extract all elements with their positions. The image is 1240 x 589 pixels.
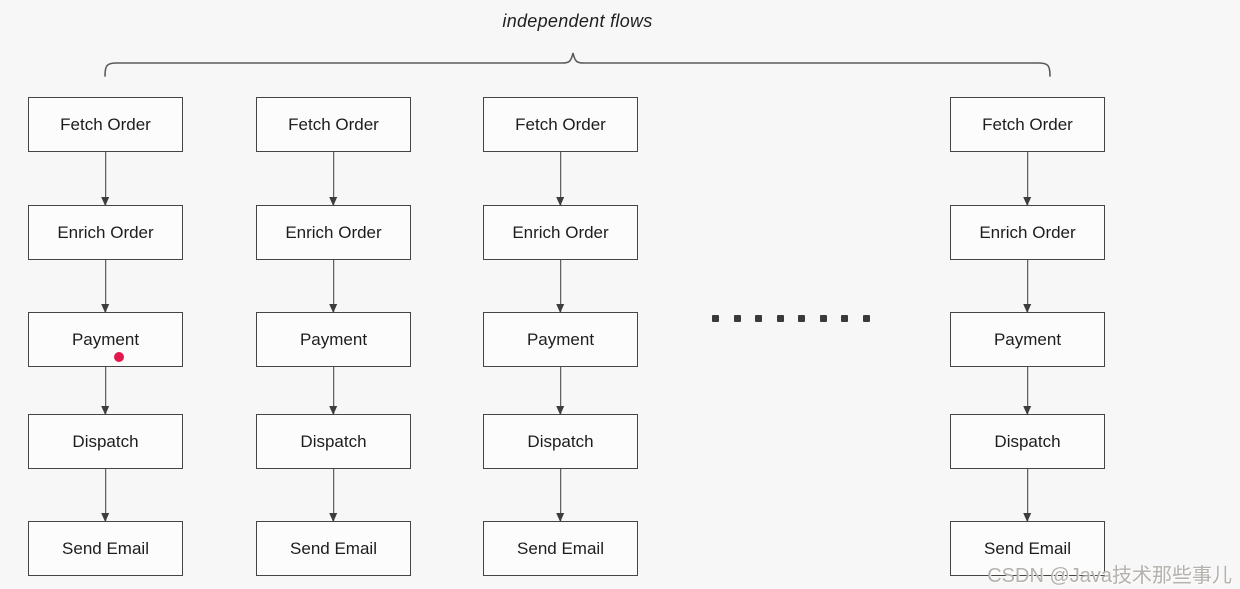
flow-arrow <box>332 152 335 205</box>
brace-shape <box>104 52 1051 77</box>
step-box-dispatch: Dispatch <box>950 414 1105 469</box>
ellipsis-dot <box>798 315 805 322</box>
step-label: Fetch Order <box>982 114 1073 134</box>
flow-arrow <box>1026 260 1029 312</box>
step-box-fetch-order: Fetch Order <box>28 97 183 152</box>
flow-column-3: Fetch Order Enrich Order Payment Dispatc… <box>483 97 638 576</box>
step-label: Send Email <box>984 538 1071 558</box>
flow-arrow <box>559 260 562 312</box>
ellipsis-dot <box>733 315 741 322</box>
step-label: Enrich Order <box>512 222 609 242</box>
step-label: Payment <box>299 329 368 349</box>
payment-marker-dot <box>114 352 124 362</box>
step-label: Send Email <box>62 538 149 558</box>
step-box-enrich-order: Enrich Order <box>950 205 1105 260</box>
step-label: Dispatch <box>527 431 594 451</box>
step-box-fetch-order: Fetch Order <box>483 97 638 152</box>
step-label: Payment <box>526 329 595 349</box>
flow-arrow <box>332 469 335 521</box>
flow-arrow <box>559 367 562 414</box>
flow-column-1: Fetch Order Enrich Order Payment Dispatc… <box>28 97 183 576</box>
step-box-payment: Payment <box>256 312 411 367</box>
step-label: Send Email <box>290 538 377 558</box>
flow-arrow <box>104 469 107 521</box>
step-box-send-email: Send Email <box>28 521 183 576</box>
flow-arrow <box>332 260 335 312</box>
step-box-fetch-order: Fetch Order <box>950 97 1105 152</box>
ellipsis-dots <box>712 315 870 322</box>
step-box-dispatch: Dispatch <box>256 414 411 469</box>
step-box-enrich-order: Enrich Order <box>483 205 638 260</box>
step-label: Enrich Order <box>979 222 1076 242</box>
flow-arrow <box>1026 469 1029 521</box>
flow-arrow <box>559 469 562 521</box>
step-label: Payment <box>993 329 1062 349</box>
flow-arrow <box>104 152 107 205</box>
step-label: Enrich Order <box>57 222 154 242</box>
step-box-payment: Payment <box>483 312 638 367</box>
ellipsis-dot <box>712 315 719 322</box>
ellipsis-dot <box>862 315 870 322</box>
step-label: Fetch Order <box>515 114 606 134</box>
ellipsis-dot <box>841 315 848 322</box>
step-box-payment: Payment <box>28 312 183 367</box>
step-label: Dispatch <box>300 431 367 451</box>
flow-column-4: Fetch Order Enrich Order Payment Dispatc… <box>950 97 1105 576</box>
step-label: Dispatch <box>72 431 139 451</box>
step-label: Fetch Order <box>60 114 151 134</box>
ellipsis-dot <box>776 315 784 322</box>
flow-arrow <box>1026 152 1029 205</box>
step-box-fetch-order: Fetch Order <box>256 97 411 152</box>
step-box-send-email: Send Email <box>950 521 1105 576</box>
flow-arrow <box>332 367 335 414</box>
diagram-title: independent flows <box>502 11 653 31</box>
flow-column-2: Fetch Order Enrich Order Payment Dispatc… <box>256 97 411 576</box>
step-label: Send Email <box>517 538 604 558</box>
step-box-send-email: Send Email <box>256 521 411 576</box>
step-label: Enrich Order <box>285 222 382 242</box>
step-box-dispatch: Dispatch <box>483 414 638 469</box>
step-box-dispatch: Dispatch <box>28 414 183 469</box>
ellipsis-dot <box>819 315 827 322</box>
flow-arrow <box>1026 367 1029 414</box>
step-box-payment: Payment <box>950 312 1105 367</box>
flow-arrow <box>559 152 562 205</box>
step-label: Fetch Order <box>288 114 379 134</box>
csdn-watermark: CSDN @Java技术那些事儿 <box>987 565 1232 587</box>
step-box-enrich-order: Enrich Order <box>28 205 183 260</box>
ellipsis-dot <box>755 315 762 322</box>
step-box-enrich-order: Enrich Order <box>256 205 411 260</box>
step-label: Dispatch <box>994 431 1061 451</box>
step-label: Payment <box>71 329 140 349</box>
flow-arrow <box>104 260 107 312</box>
flow-arrow <box>104 367 107 414</box>
step-box-send-email: Send Email <box>483 521 638 576</box>
